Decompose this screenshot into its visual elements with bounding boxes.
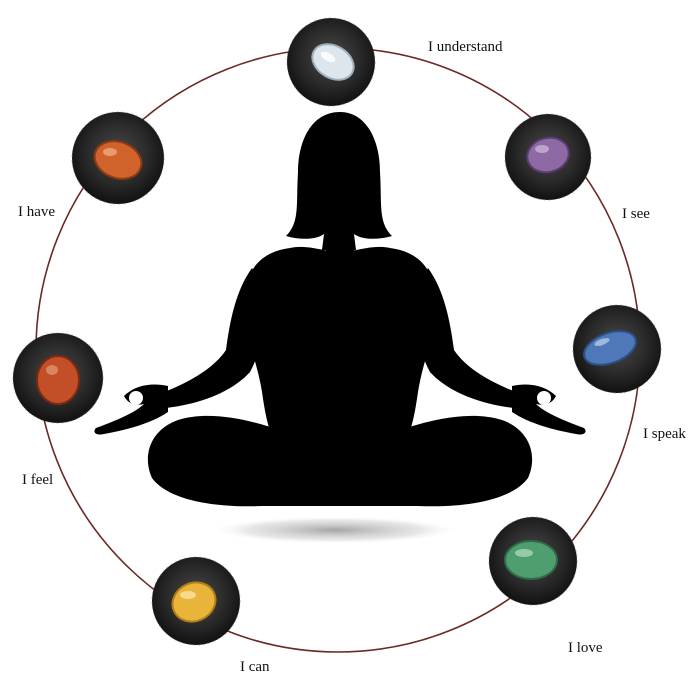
label-i-love: I love [568,640,603,656]
stone-solar-plexus [151,556,241,646]
stone-sacral [12,332,104,424]
sacral-stone [36,355,80,405]
heart-stone [504,540,558,580]
stone-crown [286,17,376,107]
throat-stone [583,330,637,366]
label-i-speak: I speak [643,426,686,442]
stone-third-eye [504,113,592,201]
label-i-have: I have [18,204,56,220]
label-i-feel: I feel [22,472,54,488]
meditation-silhouette [94,112,586,507]
stone-heart [488,516,578,606]
floor-shadow [210,516,460,544]
label-i-understand: I understand [428,39,503,55]
stone-root [71,111,165,205]
stone-throat [572,304,662,394]
label-i-see: I see [622,206,650,222]
label-i-can: I can [240,659,270,675]
